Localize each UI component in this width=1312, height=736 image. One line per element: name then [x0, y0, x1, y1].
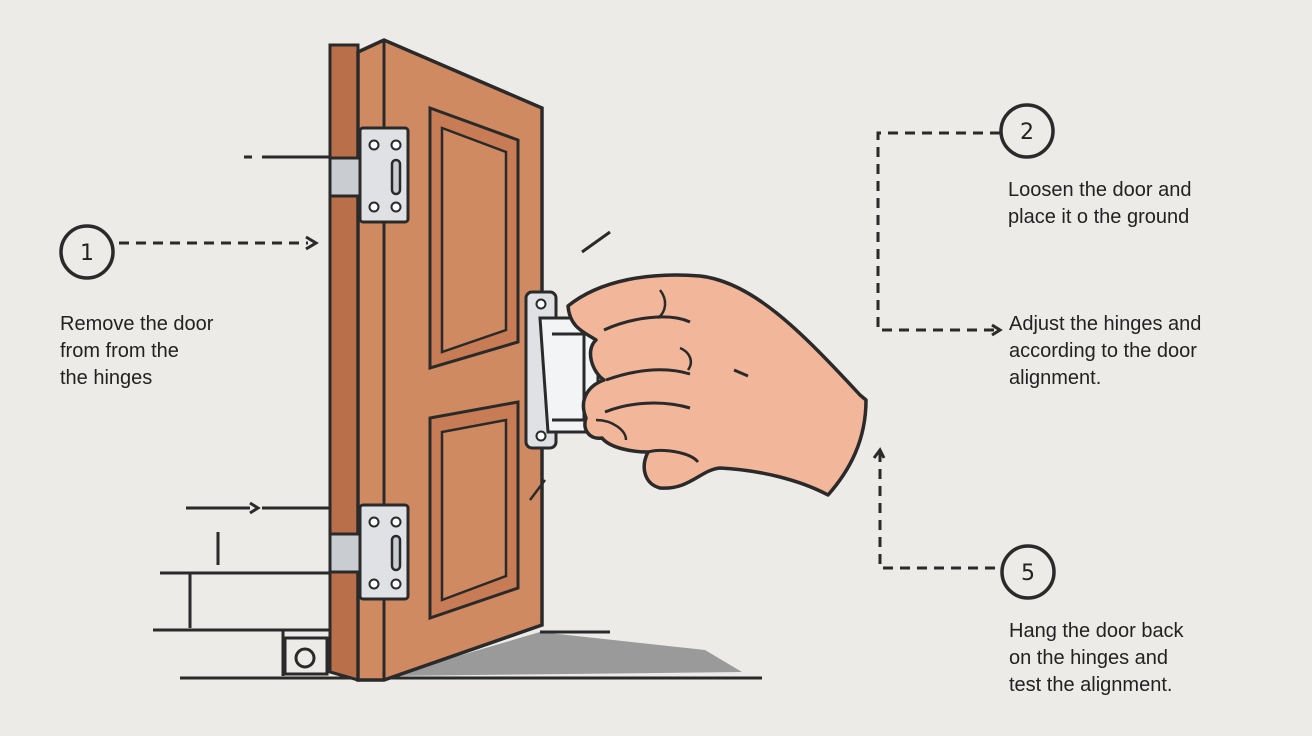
door-shadow: [390, 632, 742, 676]
step-1-line: Remove the door: [60, 313, 214, 335]
hand-icon: [566, 273, 868, 497]
step-2-number: 2: [1020, 120, 1034, 145]
door-frame: [328, 43, 360, 682]
step-5-number: 5: [1021, 561, 1035, 586]
step-5-line: on the hinges and: [1009, 647, 1169, 669]
leader-lines-right: [876, 131, 1002, 570]
step-3-line: according to the door: [1009, 340, 1197, 362]
step-2-badge: 2: [999, 103, 1055, 159]
step-5-text: Hang the door back on the hinges and tes…: [1009, 618, 1184, 699]
step-1-line: the hinges: [60, 367, 153, 389]
leader-lines-left: [119, 155, 330, 515]
wall-outlet: [283, 636, 329, 676]
step-2-text: Loosen the door and place it o the groun…: [1008, 177, 1192, 231]
arrow-head: [991, 323, 1003, 337]
step-1-line: from from the: [60, 340, 179, 362]
step-5-line: test the alignment.: [1009, 674, 1173, 696]
step-1-badge: 1: [59, 224, 115, 280]
step-3-line: Adjust the hinges and: [1009, 313, 1202, 335]
step-2-line: place it o the ground: [1008, 206, 1190, 228]
hinge-icon: [328, 503, 410, 601]
step-5-line: Hang the door back: [1009, 620, 1184, 642]
arrow-head: [872, 447, 886, 459]
step-1-number: 1: [80, 241, 94, 266]
step-3-line: alignment.: [1009, 367, 1102, 389]
outlet-icon: [294, 647, 316, 669]
motion-mark: [529, 479, 546, 501]
step-1-text: Remove the door from from the the hinges: [60, 311, 213, 392]
stairs: [153, 532, 330, 676]
motion-mark: [581, 230, 611, 254]
step-3-text: Adjust the hinges and according to the d…: [1009, 311, 1201, 392]
door-handle-icon: [524, 290, 600, 450]
step-5-badge: 5: [1000, 544, 1056, 600]
step-2-line: Loosen the door and: [1008, 179, 1192, 201]
hinge-icon: [328, 126, 410, 224]
